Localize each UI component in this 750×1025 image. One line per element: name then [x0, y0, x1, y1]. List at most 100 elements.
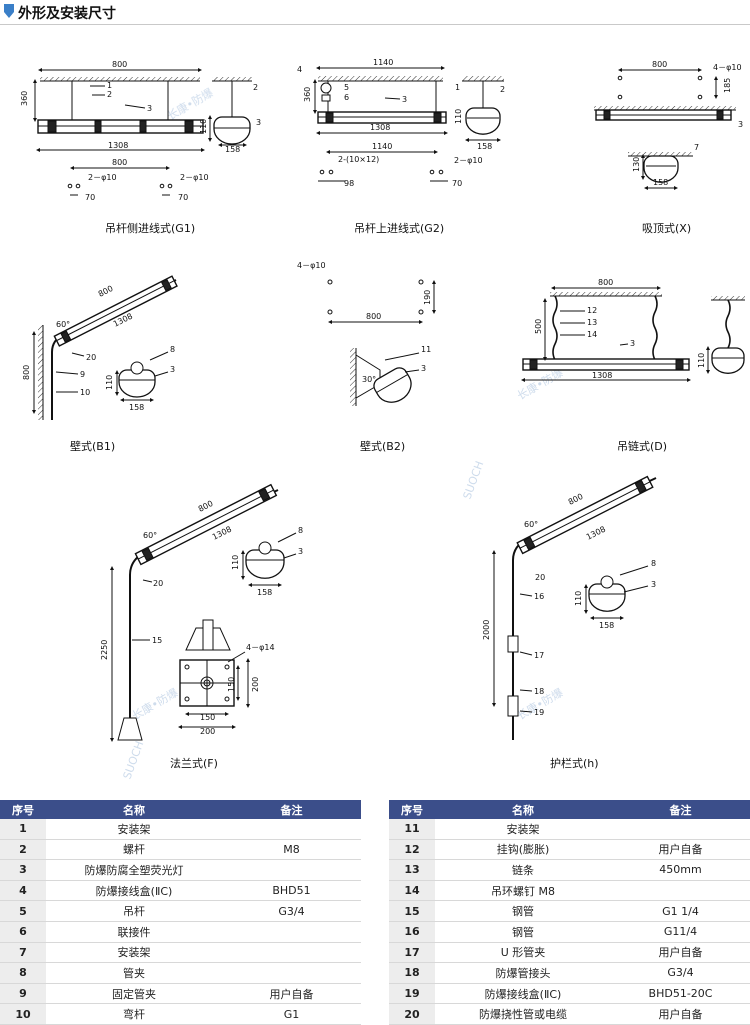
- cell-name: U 形管夹: [435, 942, 611, 964]
- dim-label: 4－φ10: [297, 261, 326, 270]
- dim-label: 60°: [143, 531, 157, 540]
- cell-no: 9: [0, 983, 46, 1005]
- header-no: 序号: [389, 800, 435, 819]
- dim-label: 185: [723, 78, 732, 93]
- cell-no: 12: [389, 839, 435, 861]
- header-note: 备注: [222, 800, 361, 819]
- cell-note: G11/4: [611, 921, 750, 943]
- dim-label: 800: [112, 60, 127, 69]
- dim-label: 150: [200, 713, 215, 722]
- callout: 19: [534, 708, 544, 717]
- dim-label: 2250: [100, 640, 109, 660]
- callout: 5: [344, 83, 349, 92]
- dims-x: 800 4－φ10 185 3 7 130 158 吸顶式(X): [632, 60, 743, 235]
- callout: 13: [587, 318, 597, 327]
- cell-no: 1: [0, 819, 46, 840]
- dim-label: 4－φ14: [246, 643, 275, 652]
- caption-f: 法兰式(F): [170, 756, 218, 770]
- table-header-row: 序号 名称 备注: [389, 800, 750, 819]
- callout: 17: [534, 651, 544, 660]
- cell-note: [222, 962, 361, 984]
- cell-name: 吊杆: [46, 900, 222, 922]
- caption-h: 护栏式(h): [550, 756, 599, 770]
- callout: 3: [421, 364, 426, 373]
- dims-b1: 800 1308 60° 800 20 9 10 8 3 110 158 壁式(…: [22, 284, 175, 453]
- cell-name: 钢管: [435, 921, 611, 943]
- cell-name: 防爆挠性管或电缆: [435, 1003, 611, 1025]
- callout: 3: [402, 95, 407, 104]
- callout: 3: [170, 365, 175, 374]
- cell-no: 16: [389, 921, 435, 943]
- callout: 3: [651, 580, 656, 589]
- dim-label: 98: [344, 179, 354, 188]
- dim-label: 800: [197, 499, 215, 514]
- callout: 2: [500, 85, 505, 94]
- cell-name: 安装架: [435, 819, 611, 840]
- dim-label: 360: [303, 87, 312, 102]
- dim-label: 110: [454, 109, 463, 124]
- dim-label: 70: [452, 179, 462, 188]
- drawing-f: [110, 483, 297, 742]
- callout: 3: [256, 118, 261, 127]
- dim-label: 70: [178, 193, 188, 202]
- cell-name: 管夹: [46, 962, 222, 984]
- dim-label: 110: [574, 591, 583, 606]
- cell-no: 15: [389, 900, 435, 922]
- callout: 12: [587, 306, 597, 315]
- cell-note: [611, 819, 750, 840]
- dim-label: 2000: [482, 620, 491, 640]
- dim-label: 1140: [372, 142, 392, 151]
- cell-note: G3/4: [611, 962, 750, 984]
- header-name: 名称: [435, 800, 611, 819]
- cell-no: 14: [389, 880, 435, 902]
- caption-x: 吸顶式(X): [642, 222, 691, 235]
- cell-note: G1: [222, 1003, 361, 1025]
- cell-name: 链条: [435, 859, 611, 881]
- cell-no: 4: [0, 880, 46, 902]
- callout: 3: [738, 120, 743, 129]
- cell-name: 固定管夹: [46, 983, 222, 1005]
- drawing-d: [521, 286, 745, 382]
- callout: 11: [421, 345, 431, 354]
- callout: 1: [107, 81, 112, 90]
- callout: 6: [344, 93, 349, 102]
- dim-label: 800: [112, 158, 127, 167]
- drawing-b1: [32, 275, 178, 420]
- caption-g2: 吊杆上进线式(G2): [354, 221, 444, 235]
- dims-g2: 1140 360 1308 1140 2-(10×12) 2－φ10 98 70…: [297, 58, 505, 235]
- dims-d: 800 500 12 13 14 3 1308 110 吊链式(D): [534, 278, 706, 453]
- cell-no: 17: [389, 942, 435, 964]
- caption-g1: 吊杆侧进线式(G1): [105, 221, 195, 235]
- dim-label: 60°: [524, 520, 538, 529]
- callout: 1: [455, 83, 460, 92]
- drawing-g1: [33, 68, 252, 196]
- callout: 7: [694, 143, 699, 152]
- callout: 18: [534, 687, 544, 696]
- drawing-h: [492, 475, 657, 740]
- dim-label: 800: [652, 60, 667, 69]
- dim-label: 158: [477, 142, 492, 151]
- dim-label: 1308: [585, 525, 607, 542]
- callout: 2: [253, 83, 258, 92]
- section-title: 外形及安装尺寸: [18, 6, 116, 22]
- dim-label: 130: [632, 157, 641, 172]
- cell-name: 防爆管接头: [435, 962, 611, 984]
- dims-b2: 4－φ10 800 190 30° 11 3 壁式(B2): [297, 261, 432, 453]
- dim-label: 158: [599, 621, 614, 630]
- cell-note: 用户自备: [222, 983, 361, 1005]
- cell-no: 5: [0, 900, 46, 922]
- cell-name: 防爆接线盒(ⅡC): [46, 880, 222, 902]
- callout: 3: [630, 339, 635, 348]
- dim-label: 200: [251, 677, 260, 692]
